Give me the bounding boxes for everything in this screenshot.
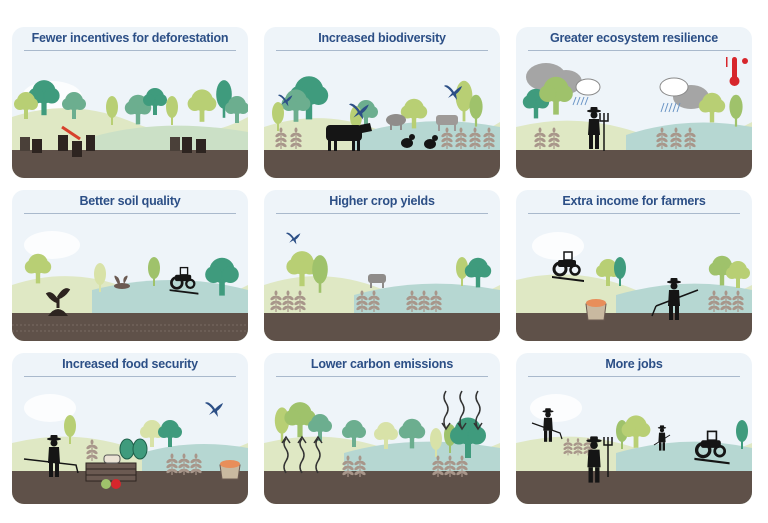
- panel-more-jobs: More jobs: [516, 353, 752, 504]
- panel-title: Fewer incentives for deforestation: [31, 31, 229, 45]
- hoe-icon: [651, 289, 699, 317]
- panel-title: Increased food security: [62, 357, 198, 371]
- fruit-basket-icon: [585, 299, 607, 321]
- panel-deforestation: Fewer incentives for deforestation: [12, 27, 248, 178]
- panel-title: Higher crop yields: [329, 194, 435, 208]
- produce-crate-icon: [85, 438, 148, 489]
- panel-food-security: Increased food security: [12, 353, 248, 504]
- co2-arrow-up-icon: [281, 435, 323, 474]
- hoe-icon: [23, 458, 79, 474]
- panel-title: Increased biodiversity: [318, 31, 446, 45]
- panel-crop-yields: Higher crop yields: [264, 190, 500, 341]
- panel-title: Greater ecosystem resilience: [549, 31, 719, 45]
- seedling-icon: [45, 288, 71, 316]
- divider: [276, 376, 488, 377]
- rain-cloud-icon: [575, 78, 601, 96]
- biodiversity-illustration: [264, 76, 500, 178]
- divider: [24, 376, 236, 377]
- divider: [528, 376, 740, 377]
- sheep-icon: [386, 114, 406, 130]
- divider: [24, 50, 236, 51]
- pitchfork-icon: [603, 437, 613, 477]
- rain-cloud-icon: [659, 77, 689, 97]
- soil-illustration: [12, 231, 248, 341]
- co2-arrow-down-icon: [441, 390, 483, 431]
- deforestation-illustration: [12, 80, 248, 178]
- divider: [528, 213, 740, 214]
- jobs-illustration: [516, 394, 752, 504]
- axe-icon: [61, 125, 81, 141]
- rain-icon: [572, 96, 589, 106]
- food-security-illustration: [12, 394, 248, 504]
- cow-icon: [368, 274, 386, 288]
- divider: [276, 50, 488, 51]
- divider: [24, 213, 236, 214]
- income-illustration: [516, 232, 752, 341]
- panel-carbon-emissions: Lower carbon emissions: [264, 353, 500, 504]
- panel-title: Extra income for farmers: [562, 194, 706, 208]
- panel-biodiversity: Increased biodiversity: [264, 27, 500, 178]
- pitchfork-icon: [599, 113, 609, 151]
- thermometer-icon: [726, 57, 748, 86]
- bird-icon: [286, 232, 301, 245]
- carbon-illustration: [264, 390, 500, 504]
- hoe-icon: [653, 434, 671, 446]
- cow-icon: [326, 123, 372, 151]
- panel-title: More jobs: [605, 357, 663, 371]
- sprout-icon: [114, 275, 130, 289]
- rain-icon: [660, 102, 681, 113]
- panel-title: Lower carbon emissions: [310, 357, 454, 371]
- divider: [528, 50, 740, 51]
- bird-icon: [205, 402, 223, 417]
- panel-soil-quality: Better soil quality: [12, 190, 248, 341]
- resilience-illustration: [516, 57, 752, 178]
- hoe-icon: [531, 422, 563, 440]
- tree-stumps-icon: [20, 135, 206, 157]
- crop-yields-illustration: [264, 232, 500, 341]
- panel-ecosystem-resilience: Greater ecosystem resilience: [516, 27, 752, 178]
- chicken-icon: [401, 134, 438, 149]
- panel-title: Better soil quality: [79, 194, 181, 208]
- divider: [276, 213, 488, 214]
- panel-farmer-income: Extra income for farmers: [516, 190, 752, 341]
- fruit-basket-icon: [219, 460, 241, 480]
- cow-icon: [436, 115, 458, 131]
